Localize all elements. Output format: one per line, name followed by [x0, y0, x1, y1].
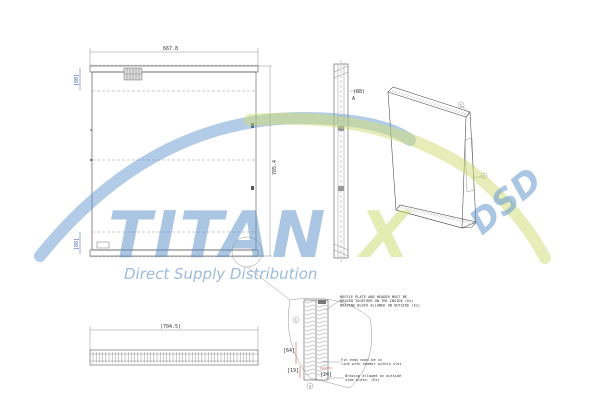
watermark-swoosh-green [244, 112, 551, 264]
side-label-a: A [352, 96, 355, 102]
core-fins [90, 352, 258, 363]
balloon-1: 1 [460, 103, 462, 107]
iso-bottom-header [395, 204, 477, 229]
balloon-2: 2 [483, 174, 485, 178]
detail-boundary [288, 297, 372, 389]
note-brazing: Brazing allowed on outside side plate. (… [345, 374, 403, 382]
side-width-dimension: (88) [353, 89, 365, 95]
overall-height-label: 785.4 [272, 160, 278, 175]
note-baffle-plate: BAFFLE PLATE AND HEADER MUST BE BRAZED T… [340, 295, 420, 307]
watermark-tagline: Direct Supply Distribution [124, 265, 317, 283]
detail-dimension-c: [24] [320, 372, 332, 378]
detail-balloon-1: 1 [295, 318, 297, 322]
isometric-view: 1 2 [387, 86, 488, 229]
note-fin-ends: Fin ends must be in line with header wit… [341, 358, 402, 366]
core-section [89, 349, 259, 366]
iso-side-bracket [464, 137, 475, 193]
watermark-swoosh-blue [34, 111, 416, 262]
detail-dimension-b: [19] [287, 368, 299, 374]
bottom-scallops [89, 255, 259, 258]
bottom-core-view: (704.5) [89, 324, 259, 366]
overall-width-label: 667.8 [163, 46, 178, 52]
iso-top-header [387, 86, 471, 118]
top-header-tank [89, 65, 259, 73]
side-view: (88) A [333, 60, 365, 262]
filler-neck-detail [123, 67, 143, 81]
titanx-watermark: TITAN X DSD Direct Supply Distribution [34, 111, 551, 283]
detail-balloon-3: 3 [309, 384, 311, 388]
bottom-offset-dimension: [88] [74, 238, 80, 250]
detail-dimension-a: [64] [283, 348, 295, 354]
watermark-brand-x: X [356, 199, 412, 273]
top-offset-dimension: [80] [74, 74, 80, 86]
watermark-brand: TITAN [108, 199, 327, 273]
top-scallops [89, 64, 259, 67]
front-view: 667.8 [80] [88] 785.4 [74, 46, 291, 301]
detail-view: [64] [19] [24] 1 3 BAFFLE PLATE AND HEAD… [283, 295, 420, 390]
core-width-dimension: (704.5) [160, 324, 181, 330]
